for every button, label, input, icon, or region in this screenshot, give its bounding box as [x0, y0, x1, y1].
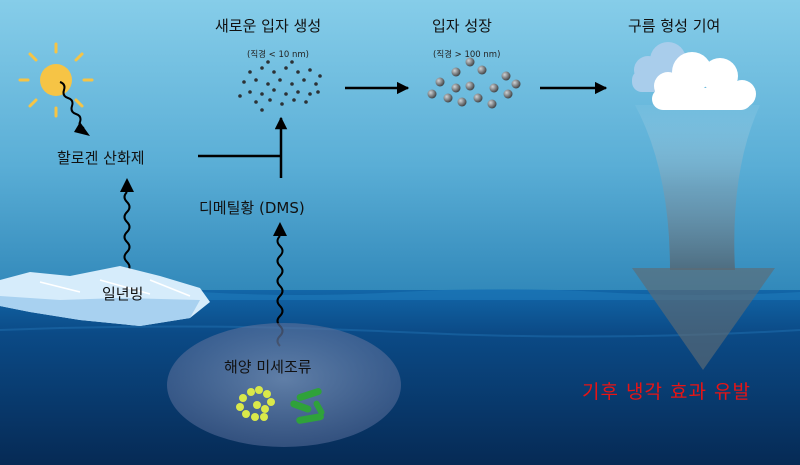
flow-arrows [198, 81, 608, 178]
sea-ice-label: 일년빙 [102, 285, 144, 303]
microalgae-cells [236, 386, 325, 424]
sunlight-arrow [59, 81, 90, 136]
halogen-label: 할로겐 산화제 [57, 149, 145, 167]
cloud-label: 구름 형성 기여 [628, 17, 721, 35]
large-particles [427, 57, 521, 109]
dms-label: 디메틸황 (DMS) [199, 199, 305, 217]
ocean-microbe-zone [167, 323, 401, 447]
sea-ice-floe [0, 266, 210, 326]
cooling-effect-label: 기후 냉각 효과 유발 [582, 381, 751, 403]
cooling-funnel [632, 105, 775, 370]
small-particles [238, 60, 322, 112]
particle-growth-label: 입자 성장 [432, 17, 492, 35]
cloud-icon [632, 42, 756, 110]
particle-growth-size-label: (직경 > 100 nm) [433, 50, 501, 60]
new-particle-size-label: (직경 < 10 nm) [247, 50, 309, 60]
new-particle-label: 새로운 입자 생성 [215, 17, 322, 35]
ocean-microbes-label: 해양 미세조류 [224, 358, 312, 376]
